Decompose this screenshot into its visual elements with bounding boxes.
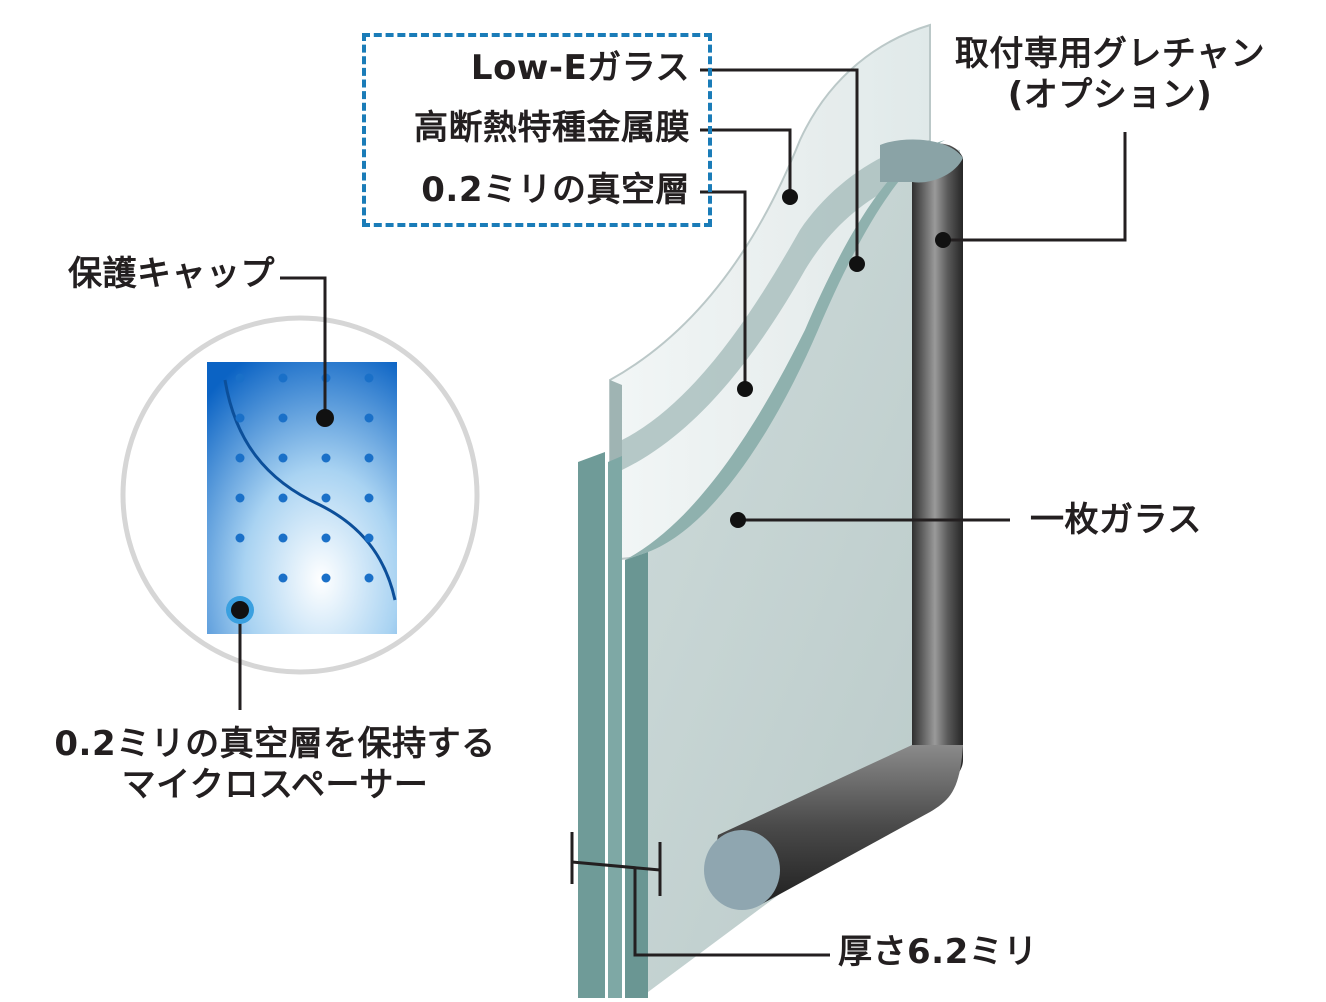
glass-assembly [578, 23, 963, 998]
label-glazing-channel-line2: (オプション) [1007, 74, 1213, 115]
micro-spacer-dot [278, 373, 288, 383]
micro-spacer-dot [364, 573, 374, 583]
label-glazing-channel: 取付専用グレチャン (オプション) [940, 34, 1280, 116]
glass-edge-outer [578, 452, 605, 998]
micro-spacer-dot [321, 573, 331, 583]
dot-vacuum [737, 381, 753, 397]
protective-cap-curve [223, 379, 397, 601]
dot-low-e [849, 256, 865, 272]
micro-spacer-dot [278, 533, 288, 543]
thickness-dimension [571, 860, 661, 872]
vacuum-glass-callout-box [362, 33, 712, 227]
glazing-channel-cap [880, 139, 963, 183]
leader-metal-film [700, 128, 792, 197]
glass-edge-front [625, 552, 648, 998]
micro-spacer-dot [364, 533, 374, 543]
leader-low-e [700, 68, 859, 264]
micro-spacer-dot [235, 453, 245, 463]
glazing-channel [912, 143, 963, 782]
label-thickness: 厚さ6.2ミリ [838, 932, 1038, 972]
micro-spacer-dot [235, 533, 245, 543]
label-micro-spacer-line1: 0.2ミリの真空層を保持する [54, 724, 496, 764]
dot-cap [316, 409, 334, 427]
label-glazing-channel-line1: 取付専用グレチャン [954, 34, 1266, 74]
micro-spacer-dot [278, 573, 288, 583]
glass-edge-inner [608, 456, 622, 998]
label-vacuum-layer: 0.2ミリの真空層 [421, 170, 690, 210]
metal-film-band [622, 140, 930, 470]
micro-spacer-dot [235, 373, 245, 383]
leader-channel [943, 132, 1127, 242]
dot-spacer [231, 601, 249, 619]
micro-spacer-dot [278, 493, 288, 503]
micro-spacer-dot [235, 413, 245, 423]
label-micro-spacer: 0.2ミリの真空層を保持する マイクロスペーサー [30, 724, 520, 806]
micro-spacer-dot [364, 413, 374, 423]
dot-metal-film [782, 189, 798, 205]
micro-spacer-dot [321, 453, 331, 463]
leader-dots [226, 189, 951, 624]
micro-spacer-dot [278, 413, 288, 423]
label-metal-film: 高断熱特種金属膜 [414, 108, 690, 148]
leader-vacuum [700, 190, 747, 389]
micro-spacer-dot [364, 373, 374, 383]
label-micro-spacer-line2: マイクロスペーサー [121, 764, 429, 805]
micro-spacer-dot [321, 533, 331, 543]
micro-spacer-dot [364, 493, 374, 503]
micro-spacer-dot [278, 453, 288, 463]
leader-cap [280, 276, 327, 418]
micro-spacer-dots [235, 373, 374, 583]
micro-spacer-dot [235, 493, 245, 503]
magnified-spacer-view [120, 315, 480, 675]
micro-spacer-dot [364, 453, 374, 463]
dot-single-glass [730, 512, 746, 528]
dot-channel [935, 232, 951, 248]
label-single-glass: 一枚ガラス [1030, 500, 1202, 540]
label-low-e-glass: Low-Eガラス [470, 48, 690, 88]
leader-lines [238, 68, 1127, 957]
leader-thickness [633, 868, 830, 957]
glazing-channel-end [704, 830, 780, 910]
micro-spacer-dot [321, 493, 331, 503]
label-protective-cap: 保護キャップ [68, 254, 275, 294]
